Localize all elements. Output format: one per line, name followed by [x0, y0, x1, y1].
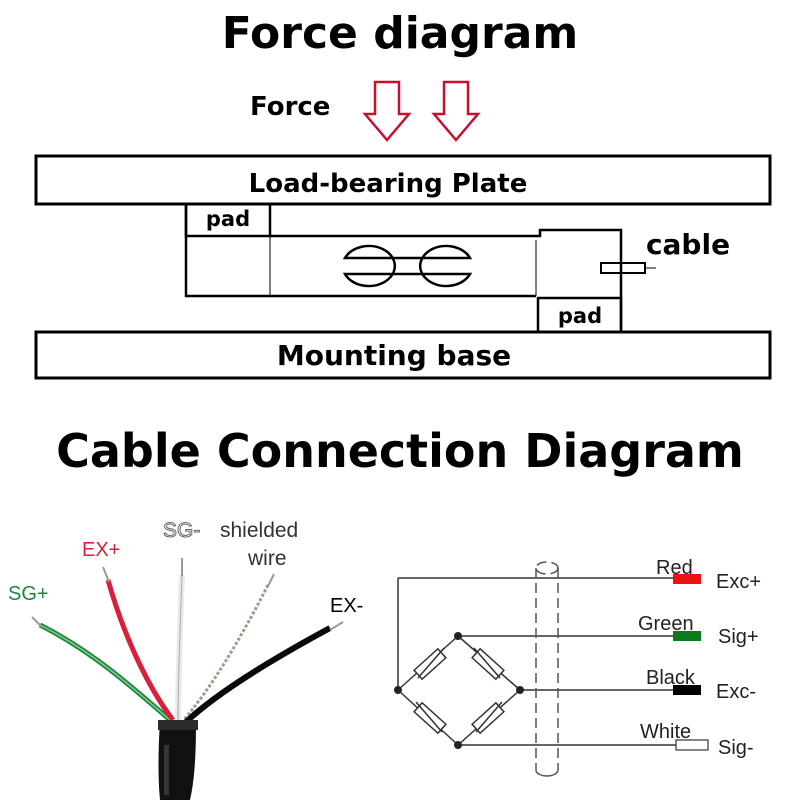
force-arrow-right-icon [431, 80, 481, 142]
bridge-nodes [394, 632, 524, 749]
cable-stub [600, 262, 656, 274]
load-bearing-plate [34, 154, 772, 206]
schematic-color-red: Red [656, 557, 693, 579]
load-cell-body [184, 202, 623, 334]
pad-label-top: pad [206, 207, 250, 231]
schematic-color-white: White [640, 721, 691, 743]
shield-cylinder [535, 561, 559, 777]
schematic-signal-exc-plus: Exc+ [716, 571, 761, 593]
wire-label-sg-minus: SG- [163, 519, 200, 542]
wire-label-ex-plus: EX+ [82, 539, 120, 561]
force-diagram-title: Force diagram [221, 8, 579, 59]
wire-label-wire: wire [247, 547, 287, 570]
wire-label-ex-minus: EX- [330, 595, 363, 617]
base-label: Mounting base [277, 339, 511, 372]
cable-label: cable [646, 228, 730, 261]
schematic-color-black: Black [646, 667, 696, 689]
pad-label-bottom: pad [558, 304, 602, 328]
schematic-signal-exc-minus: Exc- [716, 681, 756, 703]
mounting-base [34, 330, 772, 380]
terminal-markers [673, 574, 709, 751]
wire-label-sg-plus: SG+ [8, 583, 49, 605]
strain-hole [342, 244, 473, 288]
schematic-signal-sig-plus: Sig+ [718, 626, 759, 648]
plate-label: Load-bearing Plate [249, 169, 528, 199]
cable-diagram-title: Cable Connection Diagram [56, 424, 744, 478]
force-label: Force [250, 92, 330, 122]
cable-jacket [158, 720, 198, 800]
bridge-schematic [397, 577, 676, 746]
schematic-color-green: Green [638, 613, 694, 635]
wire-label-shielded: shielded [220, 519, 298, 542]
cable-wires [31, 558, 344, 725]
force-arrow-left-icon [362, 80, 412, 142]
schematic-signal-sig-minus: Sig- [718, 737, 754, 759]
